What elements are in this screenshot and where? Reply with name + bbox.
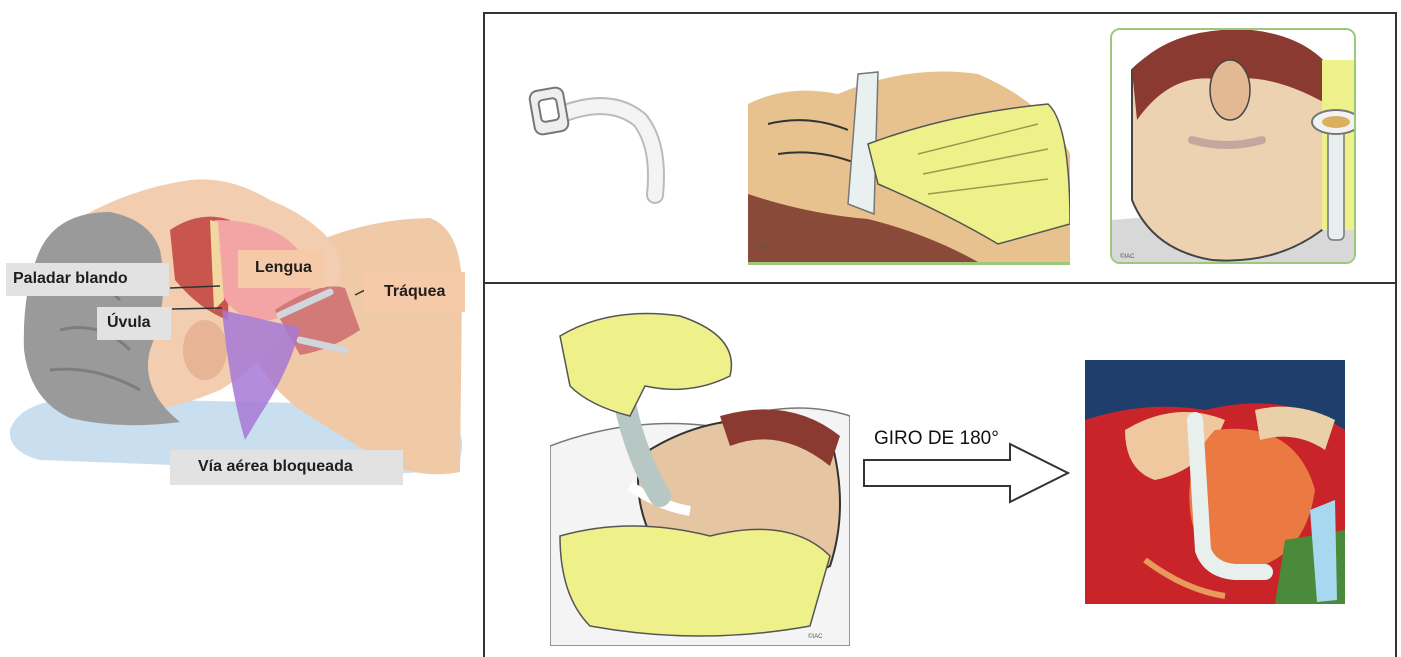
label-blocked-airway: Vía aérea bloqueada [198, 459, 353, 475]
insert-airway-illustration: ©IAC [550, 306, 850, 646]
label-soft-palate: Paladar blando [13, 271, 128, 287]
anatomy-drawing [0, 160, 470, 490]
copyright-mark-2: ©IAC [1120, 253, 1135, 260]
measure-airway-illustration: ©IAC [748, 44, 1070, 265]
ear [183, 320, 227, 380]
label-uvula: Úvula [107, 315, 151, 331]
airway-device-illustration [520, 75, 680, 205]
rotation-arrow [860, 440, 1074, 506]
copyright-mark-3: ©IAC [808, 633, 823, 640]
copyright-mark-1: ©IAC [756, 243, 771, 250]
label-trachea: Tráquea [384, 284, 445, 300]
face-side-airway-illustration: ©IAC [1110, 28, 1356, 264]
anatomy-illustration [0, 160, 470, 490]
label-tongue: Lengua [255, 260, 312, 276]
airway-in-place-illustration [1085, 360, 1345, 604]
